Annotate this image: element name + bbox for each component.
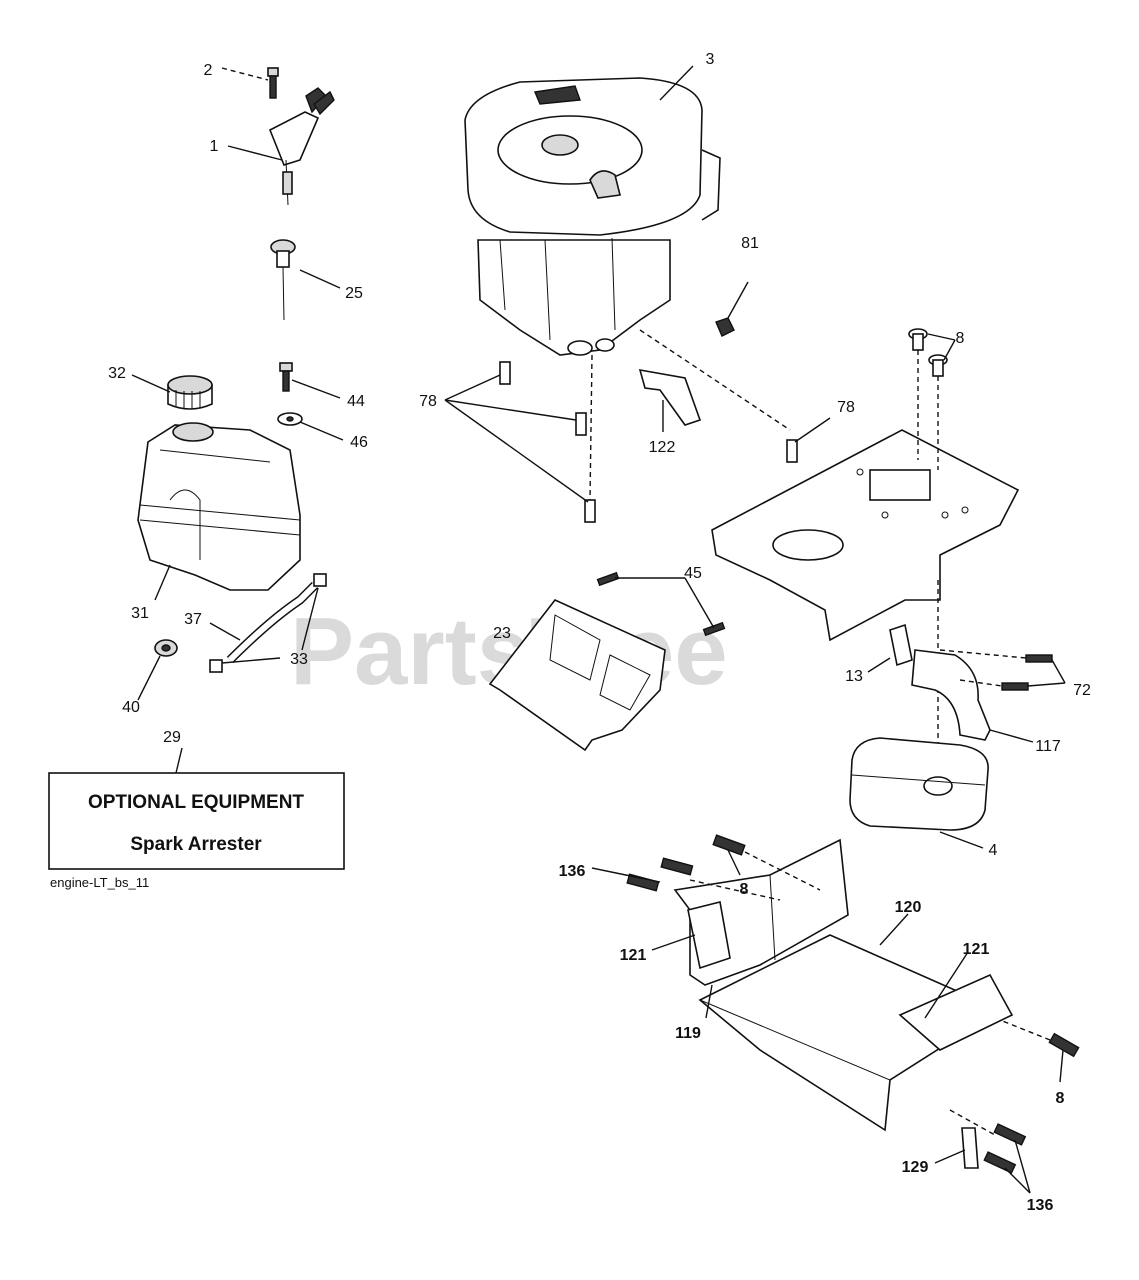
callout-31: 31	[131, 605, 149, 622]
bracket-129-part[interactable]	[961, 1127, 979, 1169]
callout-2: 2	[204, 62, 213, 79]
callout-13: 13	[845, 668, 863, 685]
callout-37: 37	[184, 611, 202, 628]
bracket-122-part[interactable]	[638, 368, 702, 426]
screw-2-part[interactable]	[267, 67, 279, 99]
grommet-part[interactable]	[154, 639, 178, 657]
spark-arrester-label: Spark Arrester	[130, 834, 262, 855]
callout-44: 44	[347, 393, 365, 410]
hose-clamp-part[interactable]	[209, 573, 327, 673]
bolt-8-bottom-part[interactable]	[712, 834, 1080, 1058]
callout-136-right: 136	[1027, 1197, 1054, 1214]
washer-46-part[interactable]	[277, 412, 303, 426]
fuel-cap-part[interactable]	[167, 375, 213, 410]
callout-78-right: 78	[837, 399, 855, 416]
gasket-13-part[interactable]	[889, 623, 913, 667]
muffler-part[interactable]	[849, 737, 989, 831]
choke-knob-part[interactable]	[270, 239, 296, 321]
callout-33: 33	[290, 651, 308, 668]
fuel-line-part[interactable]	[226, 581, 319, 664]
callout-8-mid: 8	[740, 881, 749, 898]
screw-45-part[interactable]	[596, 571, 726, 637]
callout-40: 40	[122, 699, 140, 716]
callout-1: 1	[210, 138, 219, 155]
callout-78-left: 78	[419, 393, 437, 410]
callout-119: 119	[675, 1025, 701, 1042]
callout-129: 129	[902, 1159, 929, 1176]
bolt-136-part[interactable]	[626, 857, 1027, 1174]
callout-117: 117	[1035, 738, 1061, 755]
callout-25: 25	[345, 285, 363, 302]
bolt-8-top-part[interactable]	[908, 328, 948, 377]
callout-136-left: 136	[559, 863, 586, 880]
callout-81: 81	[741, 235, 759, 252]
callout-23: 23	[493, 625, 511, 642]
callout-3: 3	[706, 51, 715, 68]
bracket-121-left-part[interactable]	[687, 901, 731, 970]
heat-shield-part[interactable]	[488, 599, 666, 752]
callout-120: 120	[895, 899, 922, 916]
engine-mount-plate-part	[711, 429, 1020, 642]
callout-32: 32	[108, 365, 126, 382]
callout-46: 46	[350, 434, 368, 451]
callout-121-left: 121	[620, 947, 647, 964]
callout-29: 29	[163, 729, 181, 746]
optional-equipment-title: OPTIONAL EQUIPMENT	[88, 792, 304, 813]
throttle-control-part[interactable]	[268, 87, 335, 206]
callout-4: 4	[989, 842, 998, 859]
callout-8-top: 8	[956, 330, 965, 347]
bracket-121-right-part[interactable]	[898, 973, 1014, 1051]
engine-part[interactable]	[464, 77, 721, 356]
callout-45: 45	[684, 565, 702, 582]
screw-44-part[interactable]	[279, 362, 293, 392]
support-120-part[interactable]	[698, 934, 1002, 1132]
callout-8-bottom: 8	[1056, 1090, 1065, 1107]
nut-81-part[interactable]	[715, 317, 735, 337]
callout-122: 122	[649, 439, 676, 456]
fuel-tank-part[interactable]	[137, 422, 301, 591]
callout-121-right: 121	[963, 941, 990, 958]
optional-equipment-box: OPTIONAL EQUIPMENT Spark Arrester	[48, 772, 345, 870]
callout-72: 72	[1073, 682, 1091, 699]
bolt-72-part[interactable]	[1001, 654, 1053, 691]
exhaust-pipe-part[interactable]	[911, 649, 991, 741]
diagram-id: engine-LT_bs_11	[50, 875, 149, 890]
leader-lines	[131, 65, 1066, 1194]
